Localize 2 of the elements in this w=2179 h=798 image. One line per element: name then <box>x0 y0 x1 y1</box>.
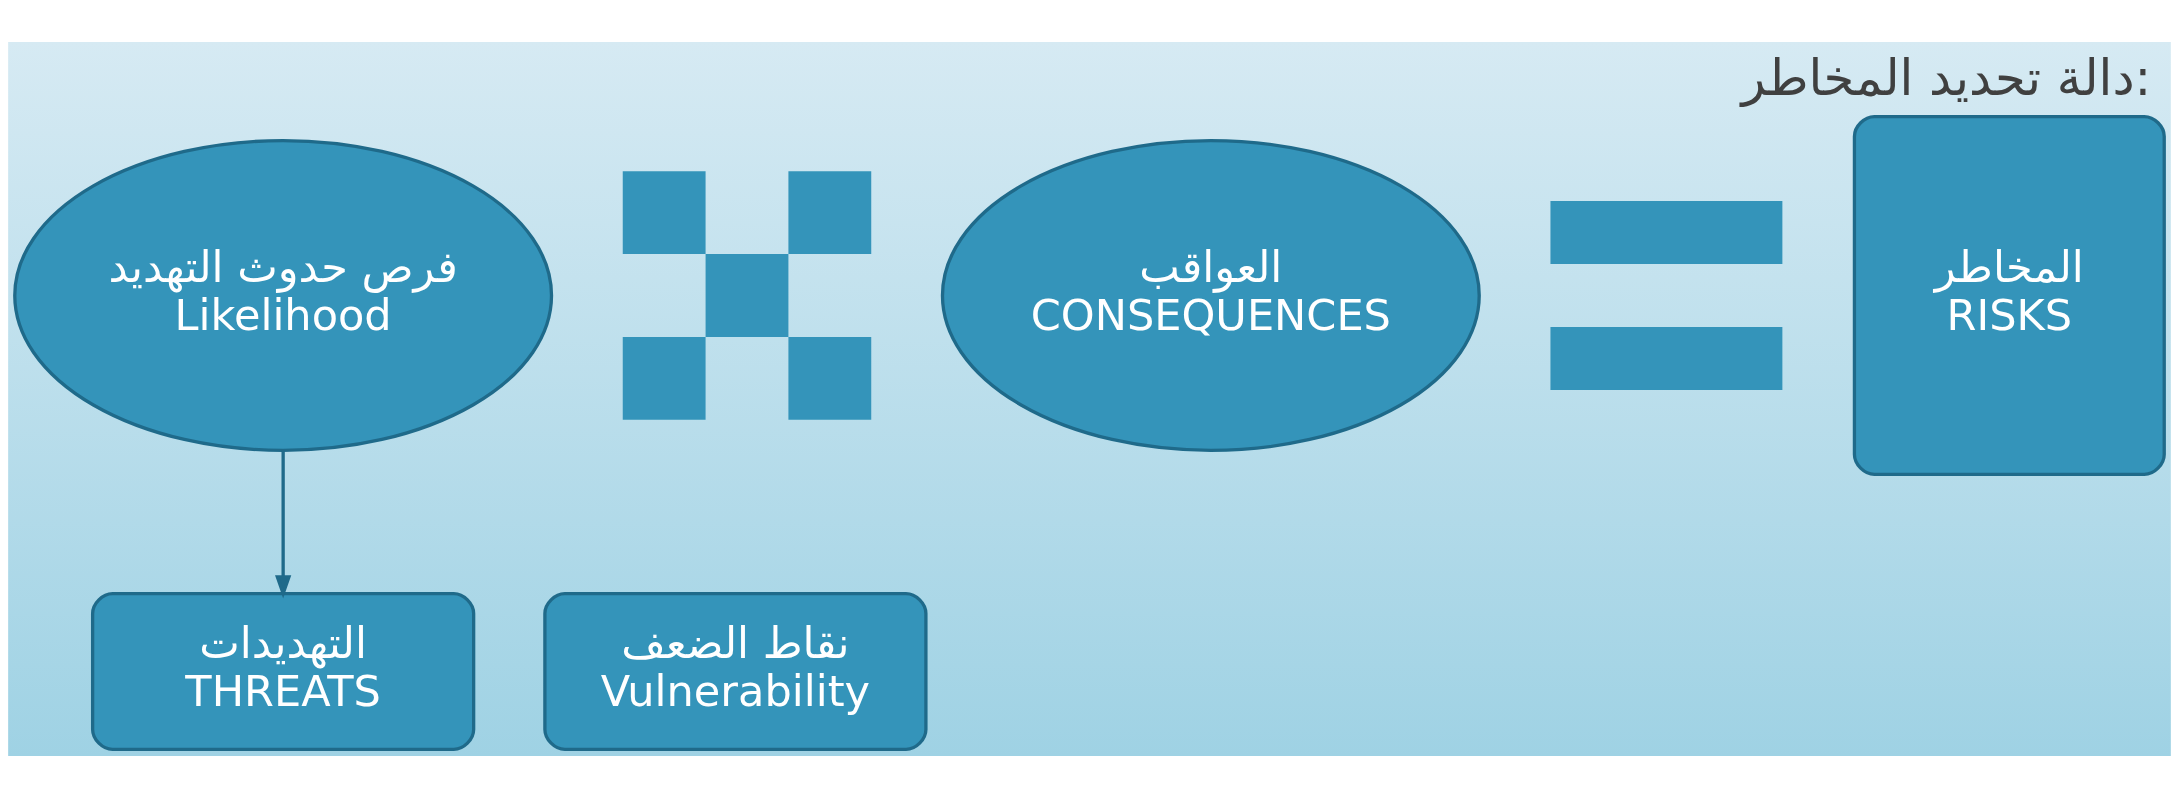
diagram-title: دالة تحديد المخاطر: <box>1741 49 2152 108</box>
arrow <box>275 450 292 599</box>
